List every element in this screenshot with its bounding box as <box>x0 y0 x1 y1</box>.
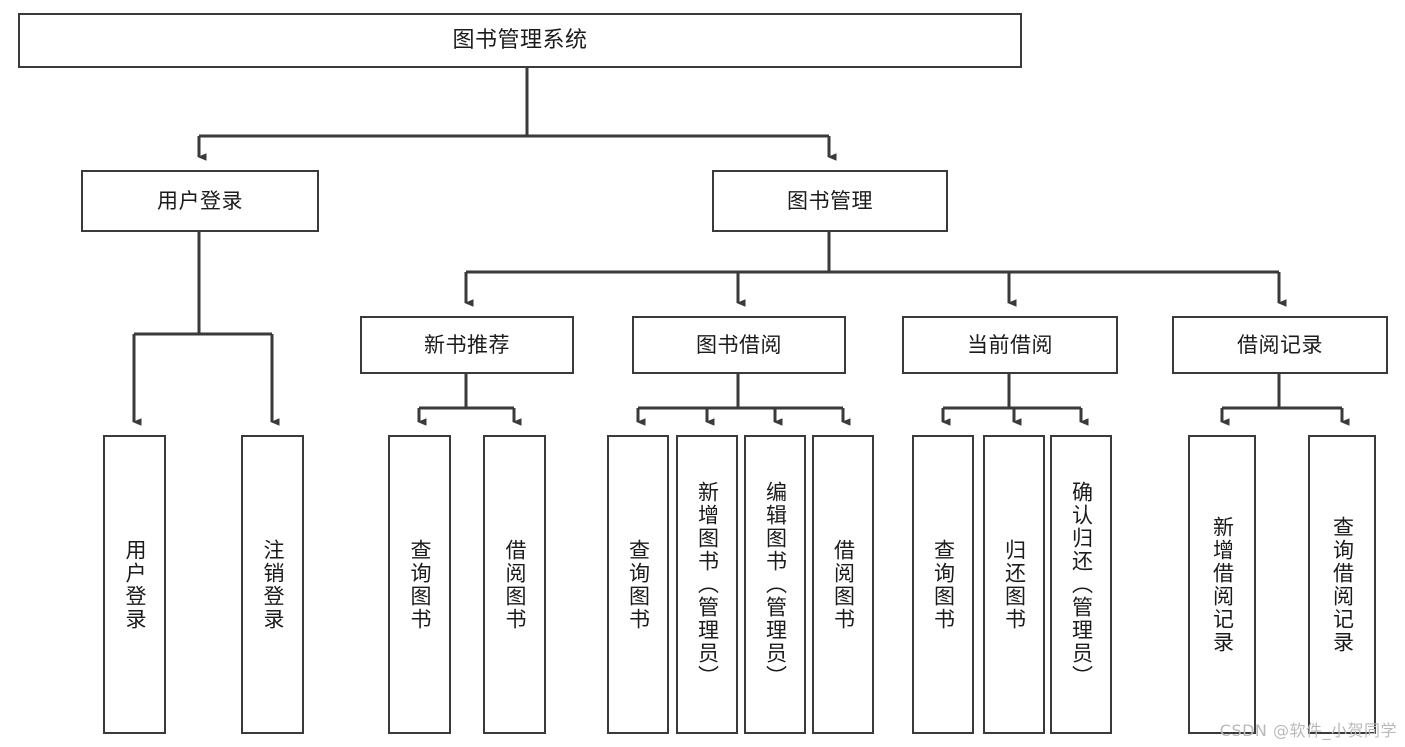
node-label: 新增借阅记录 <box>1210 515 1235 654</box>
node-leaf-edit-book[interactable]: 编辑图书（管理员） <box>744 435 806 734</box>
node-label: 图书管理 <box>787 188 873 213</box>
node-leaf-add-record[interactable]: 新增借阅记录 <box>1188 435 1256 734</box>
node-label: 借阅记录 <box>1237 332 1323 357</box>
node-label: 确认归还（管理员） <box>1069 481 1094 688</box>
node-leaf-query-book-3[interactable]: 查询图书 <box>912 435 974 734</box>
node-label: 图书借阅 <box>696 332 782 357</box>
node-label: 新增图书（管理员） <box>695 481 720 688</box>
node-leaf-user-logout[interactable]: 注销登录 <box>241 435 304 734</box>
node-book-borrow[interactable]: 图书借阅 <box>632 316 846 374</box>
node-label: 查询借阅记录 <box>1330 515 1355 654</box>
node-label: 查询图书 <box>626 538 651 631</box>
node-label: 编辑图书（管理员） <box>763 481 788 688</box>
node-label: 查询图书 <box>931 538 956 631</box>
node-label: 借阅图书 <box>502 538 527 631</box>
watermark: CSDN @软件_小贺同学 <box>1219 721 1397 740</box>
node-book-manage[interactable]: 图书管理 <box>712 170 948 232</box>
node-leaf-query-book-1[interactable]: 查询图书 <box>388 435 451 734</box>
node-label: 当前借阅 <box>967 332 1053 357</box>
node-label: 注销登录 <box>260 538 285 631</box>
node-leaf-return-book[interactable]: 归还图书 <box>983 435 1045 734</box>
node-label: 查询图书 <box>407 538 432 631</box>
node-leaf-query-book-2[interactable]: 查询图书 <box>607 435 669 734</box>
node-leaf-query-record[interactable]: 查询借阅记录 <box>1308 435 1376 734</box>
node-leaf-borrow-book-2[interactable]: 借阅图书 <box>812 435 874 734</box>
node-new-book-rec[interactable]: 新书推荐 <box>360 316 574 374</box>
node-label: 用户登录 <box>122 538 147 631</box>
node-leaf-user-login[interactable]: 用户登录 <box>103 435 166 734</box>
node-label: 用户登录 <box>157 188 243 213</box>
node-root[interactable]: 图书管理系统 <box>18 13 1022 68</box>
node-label: 图书管理系统 <box>452 27 588 53</box>
node-current-borrow[interactable]: 当前借阅 <box>902 316 1118 374</box>
node-leaf-confirm-return[interactable]: 确认归还（管理员） <box>1050 435 1112 734</box>
node-user-login[interactable]: 用户登录 <box>81 170 319 232</box>
node-label: 归还图书 <box>1002 538 1027 631</box>
node-label: 借阅图书 <box>831 538 856 631</box>
node-borrow-record[interactable]: 借阅记录 <box>1172 316 1388 374</box>
node-leaf-add-book[interactable]: 新增图书（管理员） <box>676 435 738 734</box>
node-label: 新书推荐 <box>424 332 510 357</box>
node-leaf-borrow-book-1[interactable]: 借阅图书 <box>483 435 546 734</box>
